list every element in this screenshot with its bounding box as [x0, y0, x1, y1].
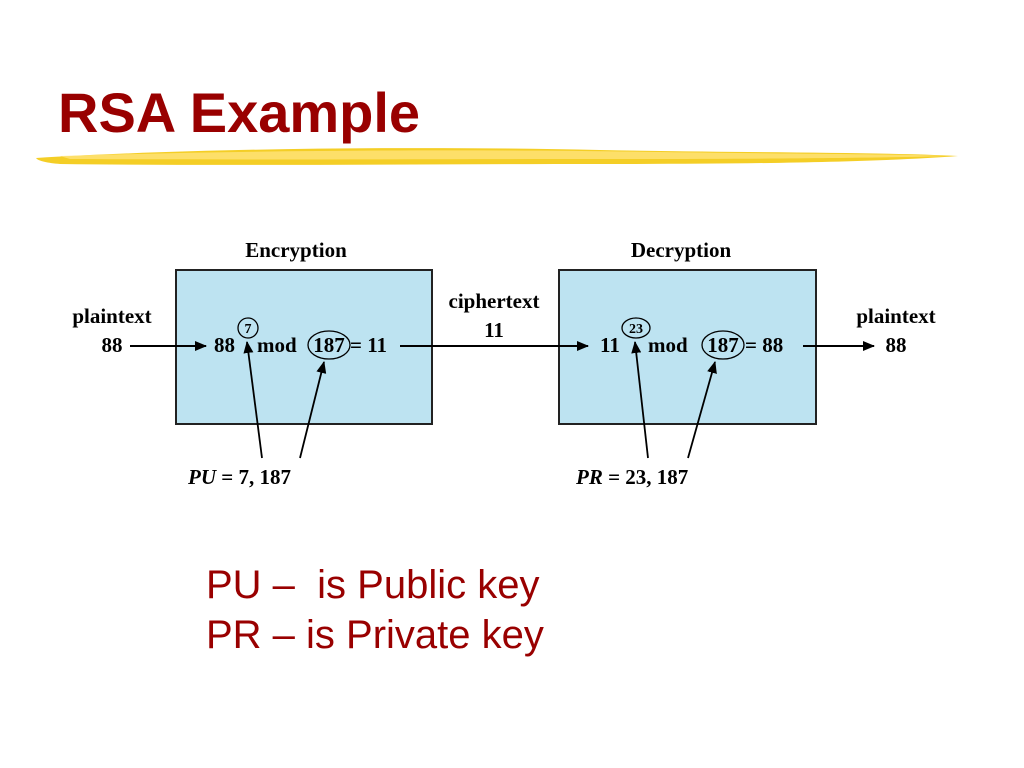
arrow-pr-to-modulus [687, 361, 717, 459]
encryption-label: Encryption [245, 238, 347, 262]
arrow-pu-to-exponent [243, 341, 263, 459]
pu-key-name: PU [187, 465, 218, 489]
enc-result: = 11 [350, 333, 387, 357]
dec-exponent: 23 [629, 322, 643, 337]
key-notes: PU – is Public key PR – is Private key [206, 560, 544, 660]
plaintext-in-value: 88 [102, 333, 123, 357]
title-underline-stroke [36, 148, 958, 165]
note-public-key: PU – is Public key [206, 563, 540, 607]
note-private-key: PR – is Private key [206, 613, 544, 657]
dec-mod: mod [648, 333, 688, 357]
pr-key-label: PR = 23, 187 [575, 465, 688, 489]
dec-result: = 88 [745, 333, 783, 357]
plaintext-in-label: plaintext [72, 304, 151, 328]
arrow-pr-to-exponent [631, 341, 649, 459]
underline-brush-highlight [60, 150, 950, 160]
pr-key-value: = 23, 187 [603, 465, 688, 489]
enc-mod: mod [257, 333, 297, 357]
pr-key-name: PR [575, 465, 603, 489]
enc-exponent: 7 [245, 322, 252, 337]
pu-key-value: = 7, 187 [216, 465, 291, 489]
arrow-pu-to-modulus [299, 361, 327, 459]
dec-modulus: 187 [707, 333, 739, 357]
enc-base: 88 [214, 333, 235, 357]
ciphertext-label: ciphertext [449, 289, 540, 313]
dec-base: 11 [600, 333, 620, 357]
slide-title: RSA Example [58, 81, 421, 144]
enc-exponent-circle [237, 317, 259, 339]
dec-exponent-circle [621, 317, 651, 339]
decryption-label: Decryption [631, 238, 732, 262]
plaintext-out-value: 88 [886, 333, 907, 357]
pu-key-label: PU = 7, 187 [187, 465, 291, 489]
enc-modulus-ellipse [307, 330, 351, 360]
dec-modulus-ellipse [701, 330, 745, 360]
plaintext-out-label: plaintext [856, 304, 935, 328]
ciphertext-value: 11 [484, 318, 504, 342]
enc-modulus: 187 [313, 333, 345, 357]
decryption-box [558, 269, 817, 425]
